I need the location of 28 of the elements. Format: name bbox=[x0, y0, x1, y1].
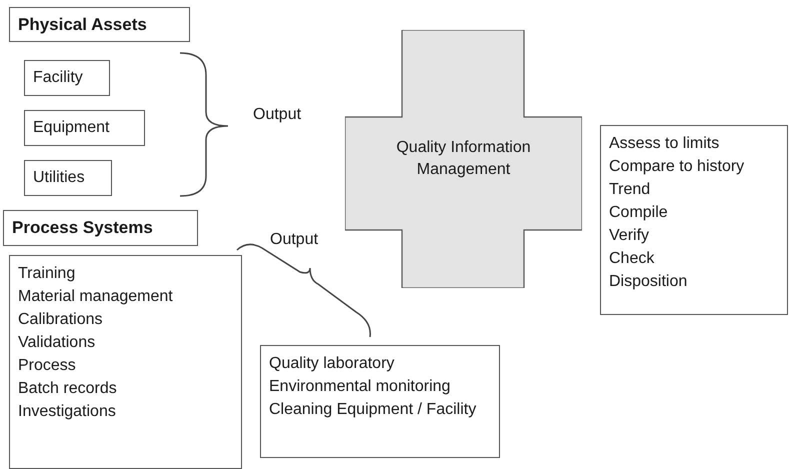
list-item: Disposition bbox=[609, 272, 688, 292]
list-item: Calibrations bbox=[18, 310, 104, 330]
list-item: Trend bbox=[609, 180, 652, 200]
list-box bbox=[9, 255, 242, 469]
list-item: Validations bbox=[18, 333, 96, 353]
list-box bbox=[260, 345, 500, 458]
list-item: Material management bbox=[18, 287, 174, 307]
list-box bbox=[600, 125, 788, 315]
list-item: Verify bbox=[609, 226, 650, 246]
list-item: Environmental monitoring bbox=[269, 377, 452, 397]
list-item: Assess to limits bbox=[609, 134, 720, 154]
list-item: Quality laboratory bbox=[269, 354, 396, 374]
output-label: Output bbox=[270, 230, 318, 250]
heading-box: Physical Assets bbox=[9, 7, 190, 42]
output-label: Output bbox=[253, 105, 302, 125]
list-item: Training bbox=[18, 264, 76, 284]
list-item: Batch records bbox=[18, 379, 118, 399]
list-item: Check bbox=[609, 249, 656, 269]
node-text: Quality Information Management bbox=[395, 138, 532, 180]
item-box: Facility bbox=[24, 60, 110, 96]
list-item: Compile bbox=[609, 203, 669, 223]
list-item: Cleaning Equipment / Facility bbox=[269, 400, 478, 420]
item-box: Equipment bbox=[24, 110, 145, 146]
list-item: Compare to history bbox=[609, 157, 746, 177]
heading-box: Process Systems bbox=[3, 210, 198, 246]
list-item: Investigations bbox=[18, 402, 117, 422]
list-item: Process bbox=[18, 356, 77, 376]
item-box: Utilities bbox=[24, 160, 112, 196]
